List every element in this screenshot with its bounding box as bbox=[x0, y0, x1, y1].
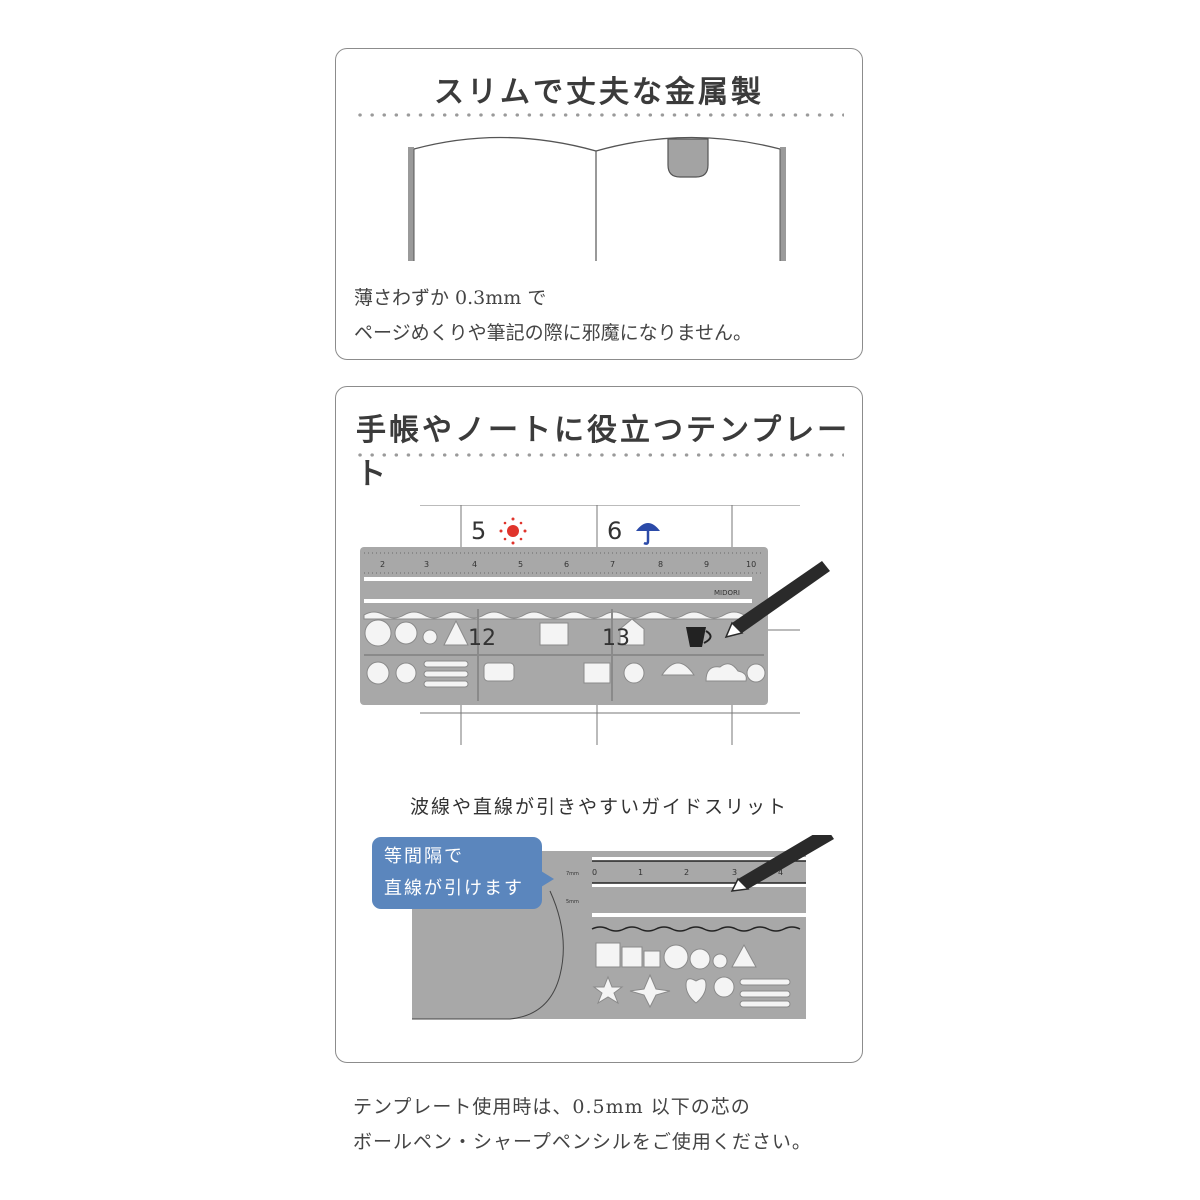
metal-bookmark bbox=[667, 138, 709, 178]
bubble-line-2: 直線が引けます bbox=[384, 878, 524, 899]
svg-text:2: 2 bbox=[380, 560, 385, 569]
dotted-divider bbox=[354, 113, 844, 117]
svg-text:3: 3 bbox=[732, 868, 737, 877]
usage-note: テンプレート使用時は、0.5mm 以下の芯の ボールペン・シャープペンシルをご使… bbox=[353, 1090, 812, 1160]
coffee-cup-icon bbox=[686, 627, 706, 647]
day-5: 5 bbox=[471, 517, 486, 545]
dotted-divider bbox=[354, 453, 844, 457]
svg-text:4: 4 bbox=[778, 868, 783, 877]
guide-slit-caption: 波線や直線が引きやすいガイドスリット bbox=[409, 796, 788, 818]
open-notebook-illustration bbox=[408, 136, 786, 261]
svg-text:4: 4 bbox=[472, 560, 477, 569]
svg-text:0: 0 bbox=[592, 868, 597, 877]
svg-text:7: 7 bbox=[610, 560, 615, 569]
day-13: 13 bbox=[602, 626, 630, 651]
day-6: 6 bbox=[607, 517, 622, 545]
day-12: 12 bbox=[468, 626, 496, 651]
template-card: 手帳やノートに役立つテンプレート 5 6 bbox=[335, 386, 863, 1063]
svg-text:6: 6 bbox=[564, 560, 569, 569]
umbrella-icon bbox=[636, 523, 660, 545]
note-line-1: テンプレート使用時は、0.5mm 以下の芯の bbox=[353, 1096, 751, 1118]
svg-text:7mm: 7mm bbox=[566, 871, 579, 877]
sun-icon bbox=[499, 517, 527, 545]
midori-brand: MIDORI bbox=[714, 589, 740, 597]
svg-text:2: 2 bbox=[684, 868, 689, 877]
template-on-calendar-illustration: 5 6 2 3 4 5 6 7 8 9 10 MIDORI bbox=[360, 505, 830, 745]
pen-icon bbox=[730, 835, 834, 892]
section-title: スリムで丈夫な金属製 bbox=[434, 75, 764, 110]
note-line-2: ボールペン・シャープペンシルをご使用ください。 bbox=[353, 1131, 812, 1153]
speech-bubble: 等間隔で 直線が引けます bbox=[372, 837, 554, 909]
svg-text:5: 5 bbox=[518, 560, 523, 569]
svg-text:3: 3 bbox=[424, 560, 429, 569]
slim-description: 薄さわずか 0.3mm で ページめくりや筆記の際に邪魔になりません。 bbox=[354, 281, 752, 351]
slim-metal-card: スリムで丈夫な金属製 薄さわずか 0.3mm で ページめくりや筆記の際に邪魔に… bbox=[335, 48, 863, 360]
body-line-1: 薄さわずか 0.3mm で bbox=[354, 287, 547, 309]
pen-icon bbox=[724, 561, 830, 639]
body-line-2: ページめくりや筆記の際に邪魔になりません。 bbox=[354, 322, 753, 344]
svg-text:9: 9 bbox=[704, 560, 709, 569]
svg-text:10: 10 bbox=[746, 560, 756, 569]
svg-text:5mm: 5mm bbox=[566, 899, 579, 905]
section-title: 手帳やノートに役立つテンプレート bbox=[356, 413, 851, 492]
svg-text:8: 8 bbox=[658, 560, 663, 569]
svg-text:1: 1 bbox=[638, 868, 643, 877]
bubble-line-1: 等間隔で bbox=[384, 846, 464, 867]
